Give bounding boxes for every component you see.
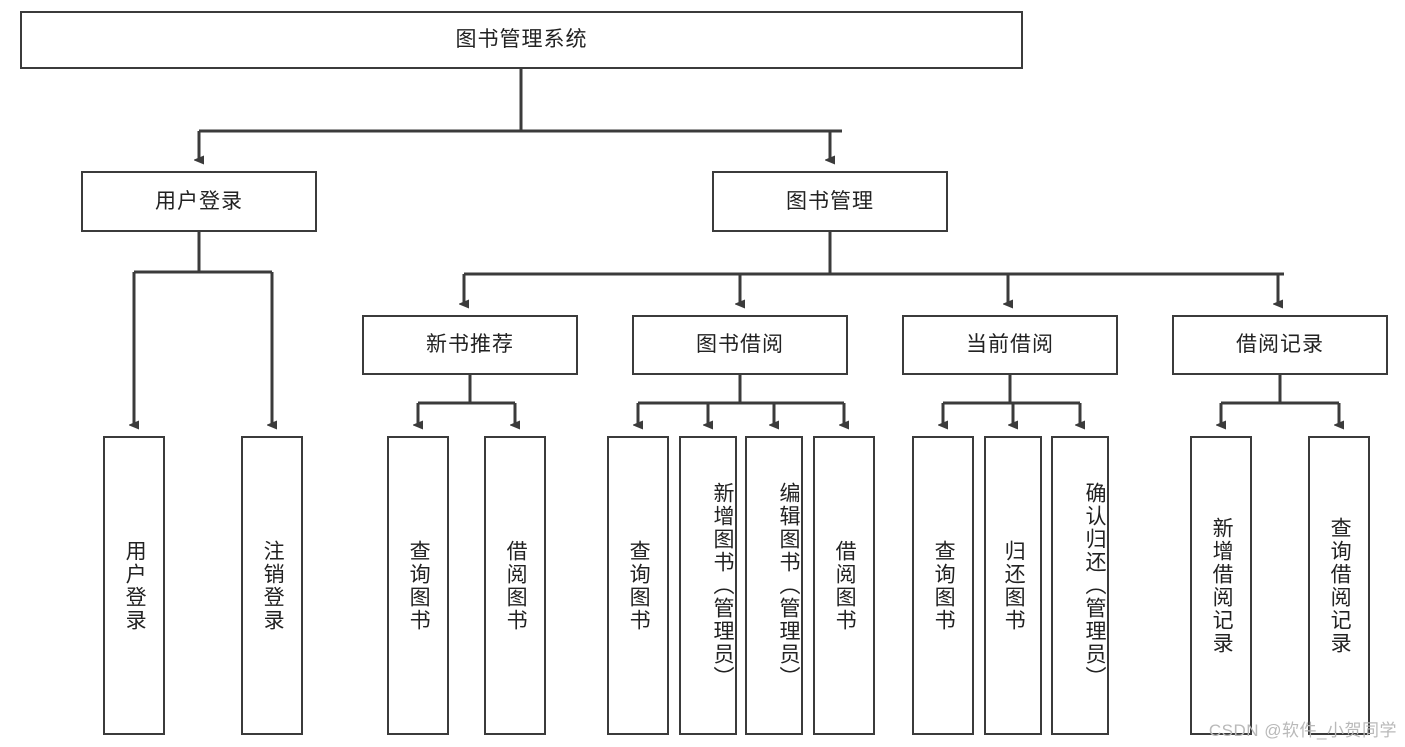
- node-user-login[interactable]: 用户登录: [81, 171, 317, 232]
- node-new-book-recommend-label: 新书推荐: [426, 333, 514, 357]
- node-leaf-query-book-2[interactable]: 查询图书: [607, 436, 669, 735]
- node-leaf-borrow-book-2[interactable]: 借阅图书: [813, 436, 875, 735]
- node-leaf-query-borrow-record-label: 查询借阅记录: [1328, 516, 1352, 655]
- node-leaf-borrow-book-1[interactable]: 借阅图书: [484, 436, 546, 735]
- node-book-borrow[interactable]: 图书借阅: [632, 315, 848, 375]
- node-book-management-label: 图书管理: [786, 189, 874, 213]
- watermark: CSDN @软件_小贺同学: [1208, 721, 1397, 740]
- node-book-borrow-label: 图书借阅: [696, 333, 784, 357]
- node-leaf-add-borrow-record[interactable]: 新增借阅记录: [1190, 436, 1252, 735]
- node-leaf-edit-book-admin[interactable]: 编辑图书（管理员）: [745, 436, 803, 735]
- node-root-label: 图书管理系统: [455, 28, 588, 52]
- node-new-book-recommend[interactable]: 新书推荐: [362, 315, 578, 375]
- node-leaf-user-logout[interactable]: 注销登录: [241, 436, 303, 735]
- node-leaf-query-book-3-label: 查询图书: [932, 539, 956, 632]
- node-leaf-add-book-admin-label: 新增图书（管理员）: [711, 482, 734, 689]
- node-leaf-user-logout-label: 注销登录: [261, 539, 285, 632]
- node-leaf-add-borrow-record-label: 新增借阅记录: [1210, 516, 1234, 655]
- node-leaf-add-book-admin[interactable]: 新增图书（管理员）: [679, 436, 737, 735]
- node-leaf-edit-book-admin-label: 编辑图书（管理员）: [777, 482, 800, 689]
- node-borrow-record-label: 借阅记录: [1236, 333, 1324, 357]
- node-leaf-query-borrow-record[interactable]: 查询借阅记录: [1308, 436, 1370, 735]
- node-current-borrow-label: 当前借阅: [966, 333, 1054, 357]
- node-book-management[interactable]: 图书管理: [712, 171, 948, 232]
- node-leaf-borrow-book-2-label: 借阅图书: [833, 539, 857, 632]
- node-leaf-query-book-1[interactable]: 查询图书: [387, 436, 449, 735]
- node-root-system[interactable]: 图书管理系统: [20, 11, 1023, 69]
- node-leaf-borrow-book-1-label: 借阅图书: [504, 539, 528, 632]
- node-leaf-user-login[interactable]: 用户登录: [103, 436, 165, 735]
- node-leaf-user-login-label: 用户登录: [123, 539, 147, 632]
- node-leaf-confirm-return-admin[interactable]: 确认归还（管理员）: [1051, 436, 1109, 735]
- node-leaf-return-book-label: 归还图书: [1002, 539, 1026, 632]
- node-user-login-label: 用户登录: [155, 189, 243, 213]
- node-leaf-query-book-2-label: 查询图书: [627, 539, 651, 632]
- node-current-borrow[interactable]: 当前借阅: [902, 315, 1118, 375]
- node-leaf-return-book[interactable]: 归还图书: [984, 436, 1042, 735]
- node-leaf-query-book-3[interactable]: 查询图书: [912, 436, 974, 735]
- node-leaf-confirm-return-admin-label: 确认归还（管理员）: [1083, 482, 1106, 689]
- node-leaf-query-book-1-label: 查询图书: [407, 539, 431, 632]
- node-borrow-record[interactable]: 借阅记录: [1172, 315, 1388, 375]
